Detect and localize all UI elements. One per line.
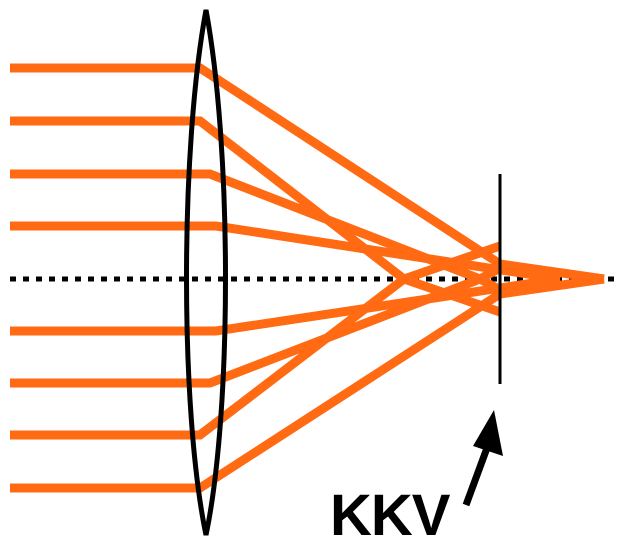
light-ray-8 <box>10 274 605 493</box>
light-rays <box>10 63 605 493</box>
light-ray-6 <box>10 264 503 388</box>
kkv-label: KKV <box>330 483 451 541</box>
pointer-arrow <box>462 410 503 507</box>
light-ray-7 <box>10 241 502 440</box>
light-ray-3 <box>10 169 503 294</box>
light-ray-1 <box>10 63 605 284</box>
lens <box>184 9 228 536</box>
